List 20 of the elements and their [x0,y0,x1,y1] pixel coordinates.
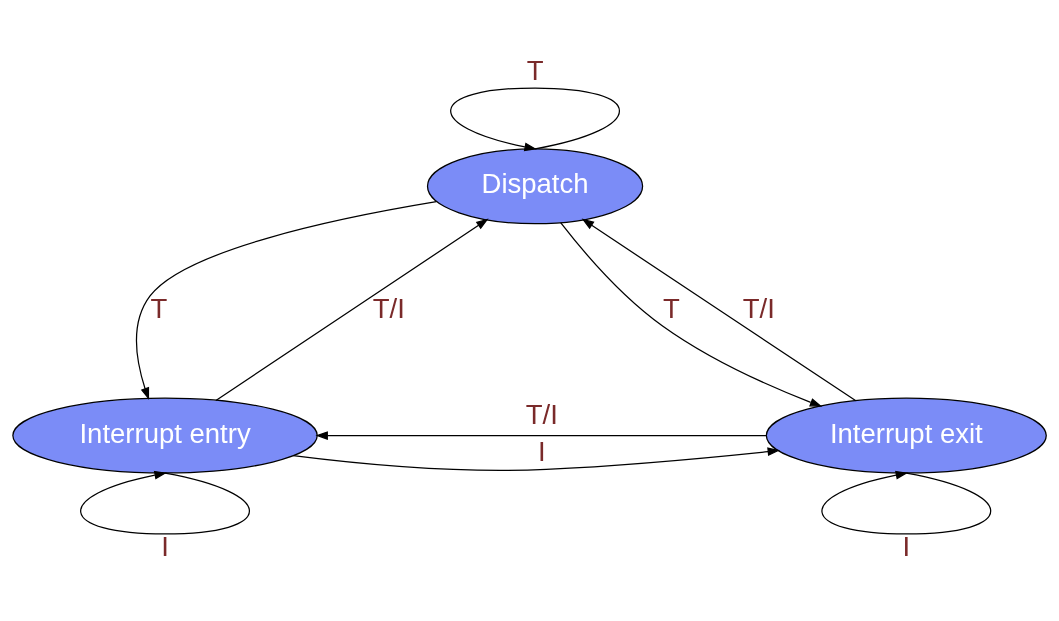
arrow [560,221,823,407]
edge-label: T [662,292,680,324]
arrow [581,218,857,401]
node-ellipse: Interrupt entry [12,397,318,474]
edge-label: I [538,435,546,467]
arrow [450,86,621,151]
arrow [821,470,992,535]
edge-label: T/I [372,292,405,324]
arrow [215,218,489,401]
edge-label: T/I [525,398,558,430]
node-ellipse: Dispatch [426,147,644,224]
edge-label: T [150,292,168,324]
arrow [292,446,781,471]
arrow [315,430,767,440]
edge-label: I [902,530,911,562]
edge-label: T/I [742,292,775,324]
edge-label: I [161,530,169,562]
edge-label: T [526,54,544,86]
arrow [136,200,437,400]
arrow [80,470,251,535]
